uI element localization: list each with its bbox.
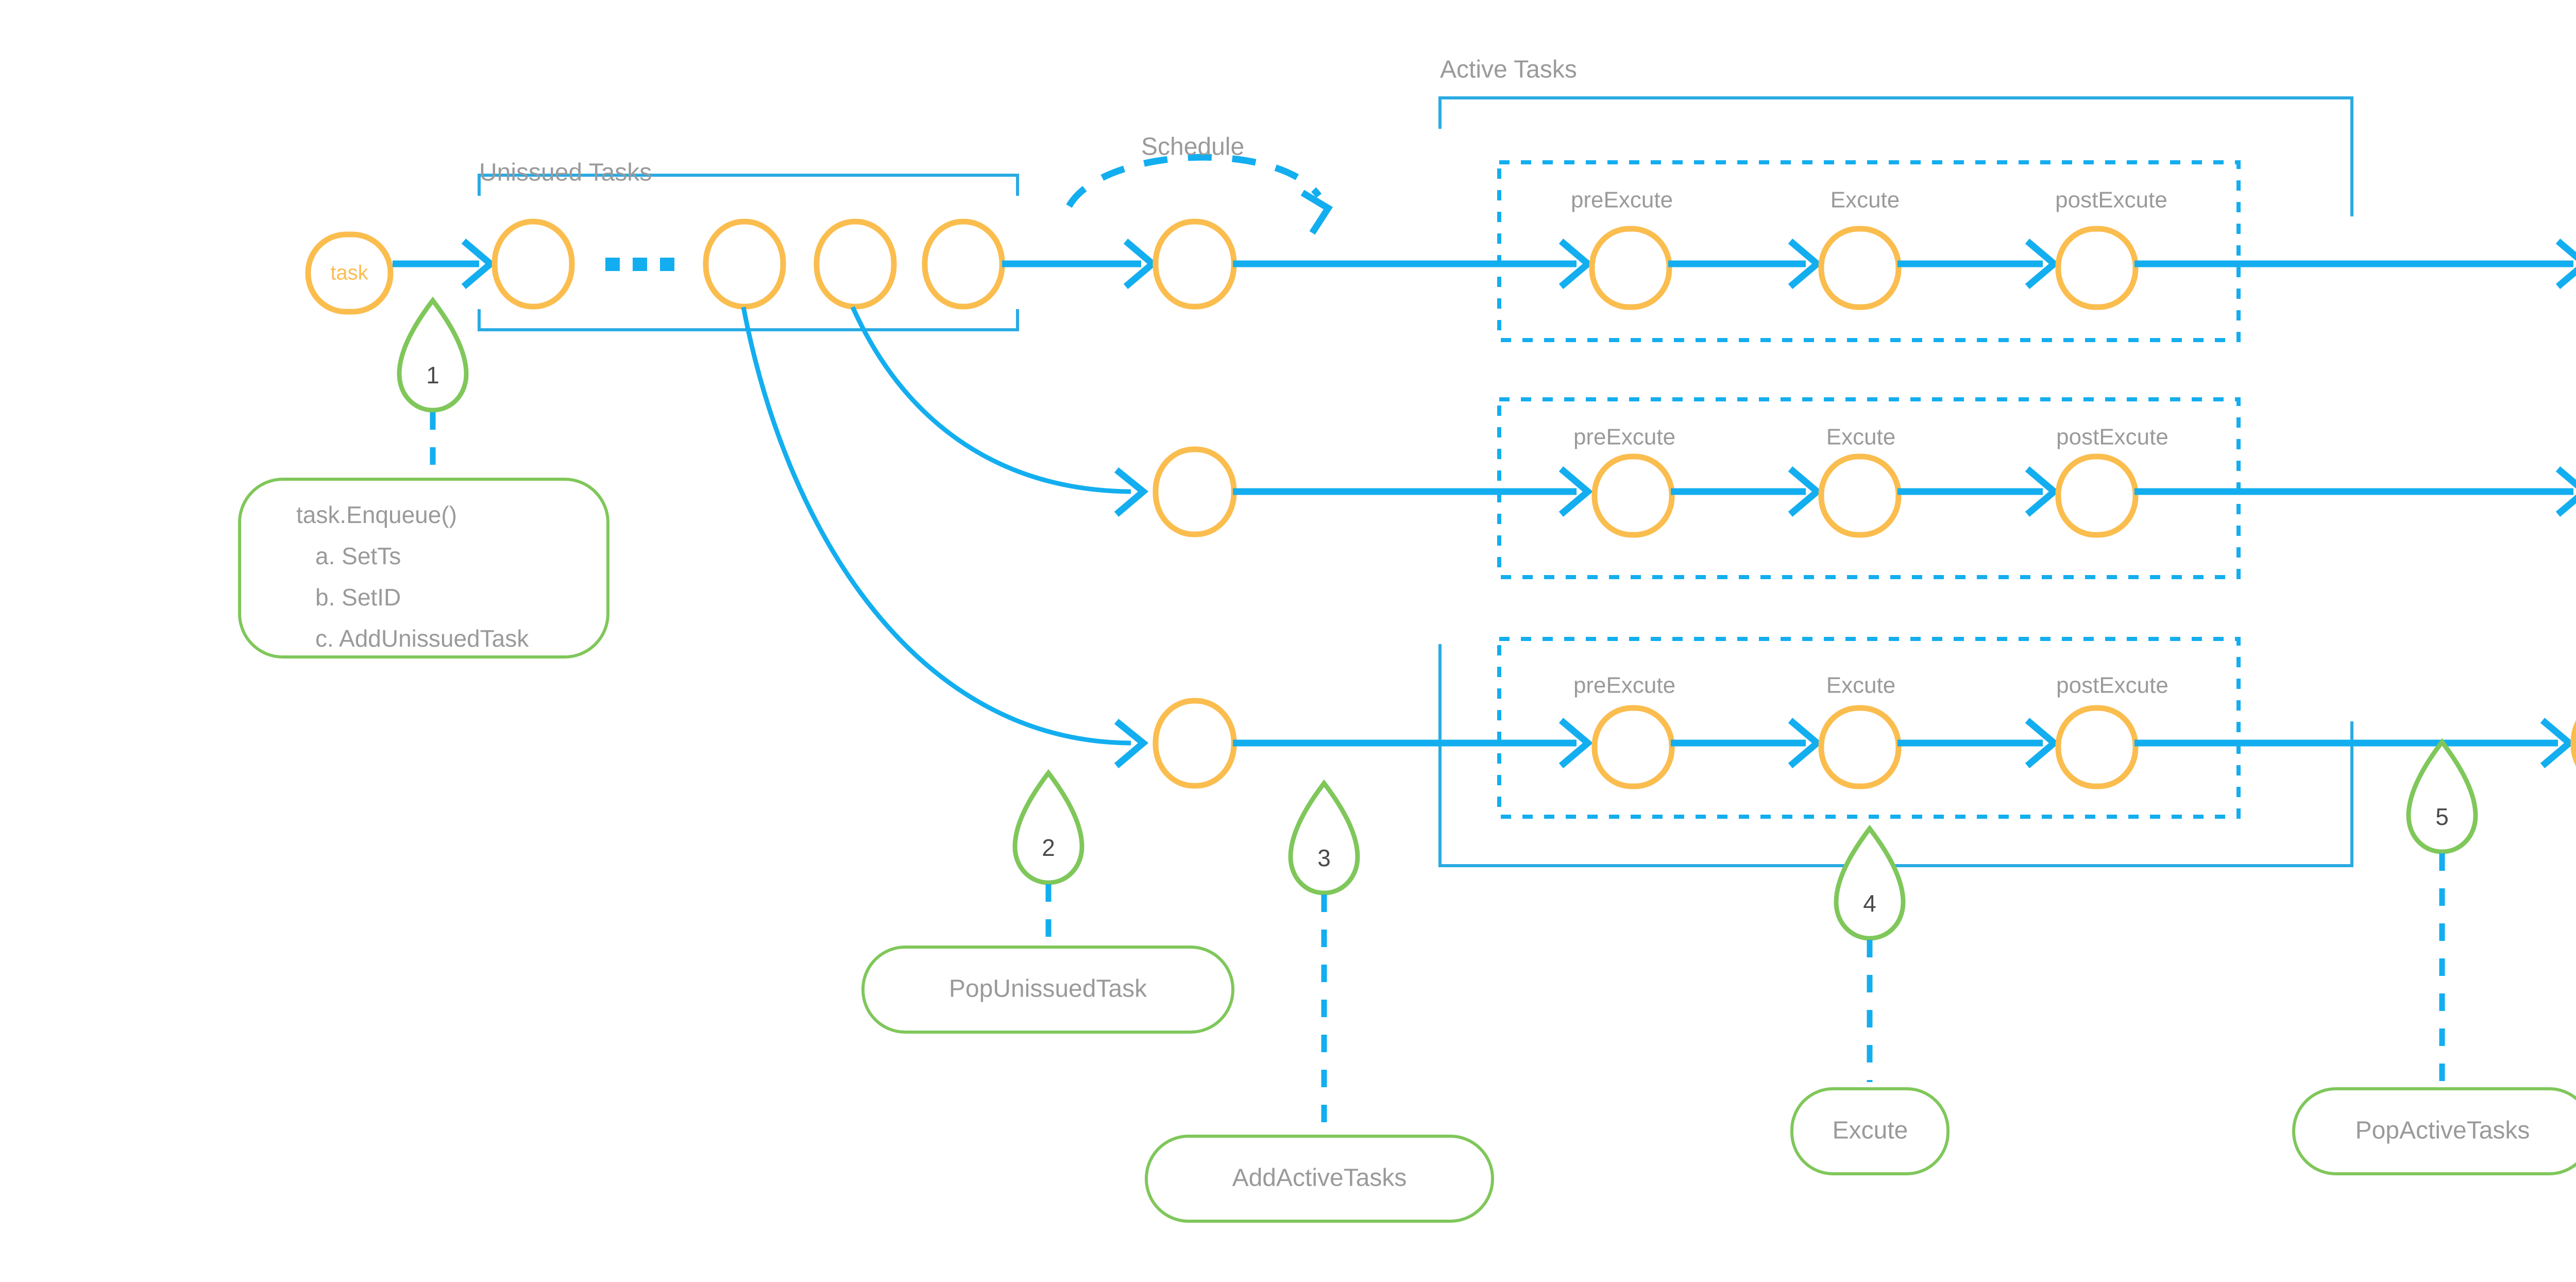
active-tasks-bracket [1438, 96, 2353, 867]
marker-4[interactable]: 4 [1834, 824, 1906, 1082]
unissued-queue [492, 218, 1005, 310]
row-3-post-node[interactable] [2055, 705, 2139, 789]
row-3: preExcute Excute postExcute [1153, 673, 2576, 789]
row-1-post-node[interactable] [2055, 226, 2139, 310]
row-3-arrowhead-post [2025, 718, 2060, 768]
marker-3[interactable]: 3 [1288, 779, 1360, 1128]
row-3-arrowhead-terminal [2540, 718, 2575, 768]
callout-excute-label: Excute [1833, 1117, 1908, 1144]
arrowhead-branch-row-2 [1114, 467, 1149, 517]
arrowhead-branch-row-3 [1114, 718, 1149, 768]
row-2: preExcute Excute postExcute [1153, 425, 2576, 538]
row-3-post-label: postExcute [2056, 673, 2168, 698]
arrowhead-task-to-queue [461, 239, 496, 289]
callout-pop-active-label: PopActiveTasks [2355, 1117, 2530, 1144]
row-1: preExcute Excute postExcute [1153, 188, 2576, 310]
row-3-entry-node[interactable] [1153, 698, 1237, 789]
active-tasks-label: Active Tasks [1440, 56, 1577, 83]
callout-enqueue-title: task.Enqueue() [296, 501, 457, 528]
row-2-arrowhead-post [2025, 466, 2060, 517]
row-2-post-label: postExcute [2056, 425, 2168, 450]
callout-enqueue-line-a: a. SetTs [315, 543, 401, 569]
row-2-post-node[interactable] [2055, 453, 2139, 538]
source-task-label: task [330, 262, 368, 284]
unissued-node-1[interactable] [492, 218, 575, 310]
row-3-pre-node[interactable] [1591, 705, 1675, 789]
stage-box-row-1 [1497, 160, 2241, 342]
queue-ellipsis-icon [605, 258, 674, 271]
row-3-run-label: Excute [1826, 673, 1896, 698]
row-1-arrowhead-pre [1558, 239, 1594, 289]
flow-branch-to-row-2 [850, 306, 1131, 494]
row-1-pre-label: preExcute [1571, 188, 1673, 213]
arrowhead-queue-to-schedule [1123, 239, 1158, 289]
marker-5[interactable]: 5 [2406, 738, 2478, 1082]
marker-2[interactable]: 2 [1012, 769, 1084, 979]
callout-pop-unissued-label: PopUnissuedTask [949, 975, 1147, 1003]
row-1-post-label: postExcute [2055, 188, 2167, 213]
callout-enqueue-line-c: c. AddUnissuedTask [315, 625, 529, 652]
schedule-label: Schedule [1141, 133, 1244, 161]
callout-enqueue[interactable]: task.Enqueue() a. SetTs b. SetID c. AddU… [238, 478, 609, 659]
row-3-terminal-node[interactable] [2570, 701, 2576, 786]
row-3-pre-label: preExcute [1573, 673, 1675, 698]
callout-add-active-label: AddActiveTasks [1232, 1165, 1407, 1192]
callout-add-active[interactable]: AddActiveTasks [1145, 1135, 1494, 1223]
row-2-run-label: Excute [1826, 425, 1896, 450]
row-2-arrowhead-terminal [2555, 466, 2576, 517]
row-2-pre-node[interactable] [1591, 453, 1675, 538]
row-1-arrowhead-run [1788, 239, 1823, 289]
row-3-arrowhead-run [1788, 718, 1823, 768]
marker-5-number: 5 [2435, 803, 2449, 830]
row-1-run-label: Excute [1831, 188, 1900, 213]
callout-enqueue-line-b: b. SetID [315, 584, 401, 611]
row-2-entry-node[interactable] [1153, 446, 1237, 537]
marker-1-number: 1 [426, 362, 439, 389]
schedule-arc [1066, 154, 1333, 235]
row-2-arrowhead-run [1788, 466, 1823, 517]
unissued-tasks-label: Unissued Tasks [479, 159, 652, 187]
row-2-run-node[interactable] [1818, 453, 1902, 538]
stage-box-row-3 [1497, 637, 2241, 819]
marker-3-number: 3 [1317, 845, 1331, 871]
row-1-run-node[interactable] [1818, 226, 1902, 310]
callout-pop-active[interactable]: PopActiveTasks [2292, 1087, 2576, 1175]
row-3-arrowhead-pre [1558, 718, 1594, 768]
marker-4-number: 4 [1863, 890, 1876, 917]
unissued-node-4[interactable] [922, 218, 1005, 310]
row-2-arrowhead-pre [1558, 466, 1594, 517]
unissued-node-3[interactable] [814, 218, 897, 310]
row-1-arrowhead-terminal [2555, 239, 2576, 289]
row-1-pre-node[interactable] [1589, 226, 1672, 310]
source-task-node[interactable] [305, 231, 394, 315]
row-1-entry-node[interactable] [1153, 218, 1237, 310]
marker-2-number: 2 [1042, 834, 1055, 861]
row-1-arrowhead-post [2025, 239, 2060, 289]
unissued-node-2[interactable] [703, 218, 786, 310]
callout-pop-unissued[interactable]: PopUnissuedTask [861, 946, 1234, 1034]
flow-branch-to-row-3 [741, 307, 1131, 746]
row-2-pre-label: preExcute [1573, 425, 1675, 450]
callout-excute[interactable]: Excute [1790, 1087, 1950, 1175]
row-3-run-node[interactable] [1818, 705, 1902, 789]
